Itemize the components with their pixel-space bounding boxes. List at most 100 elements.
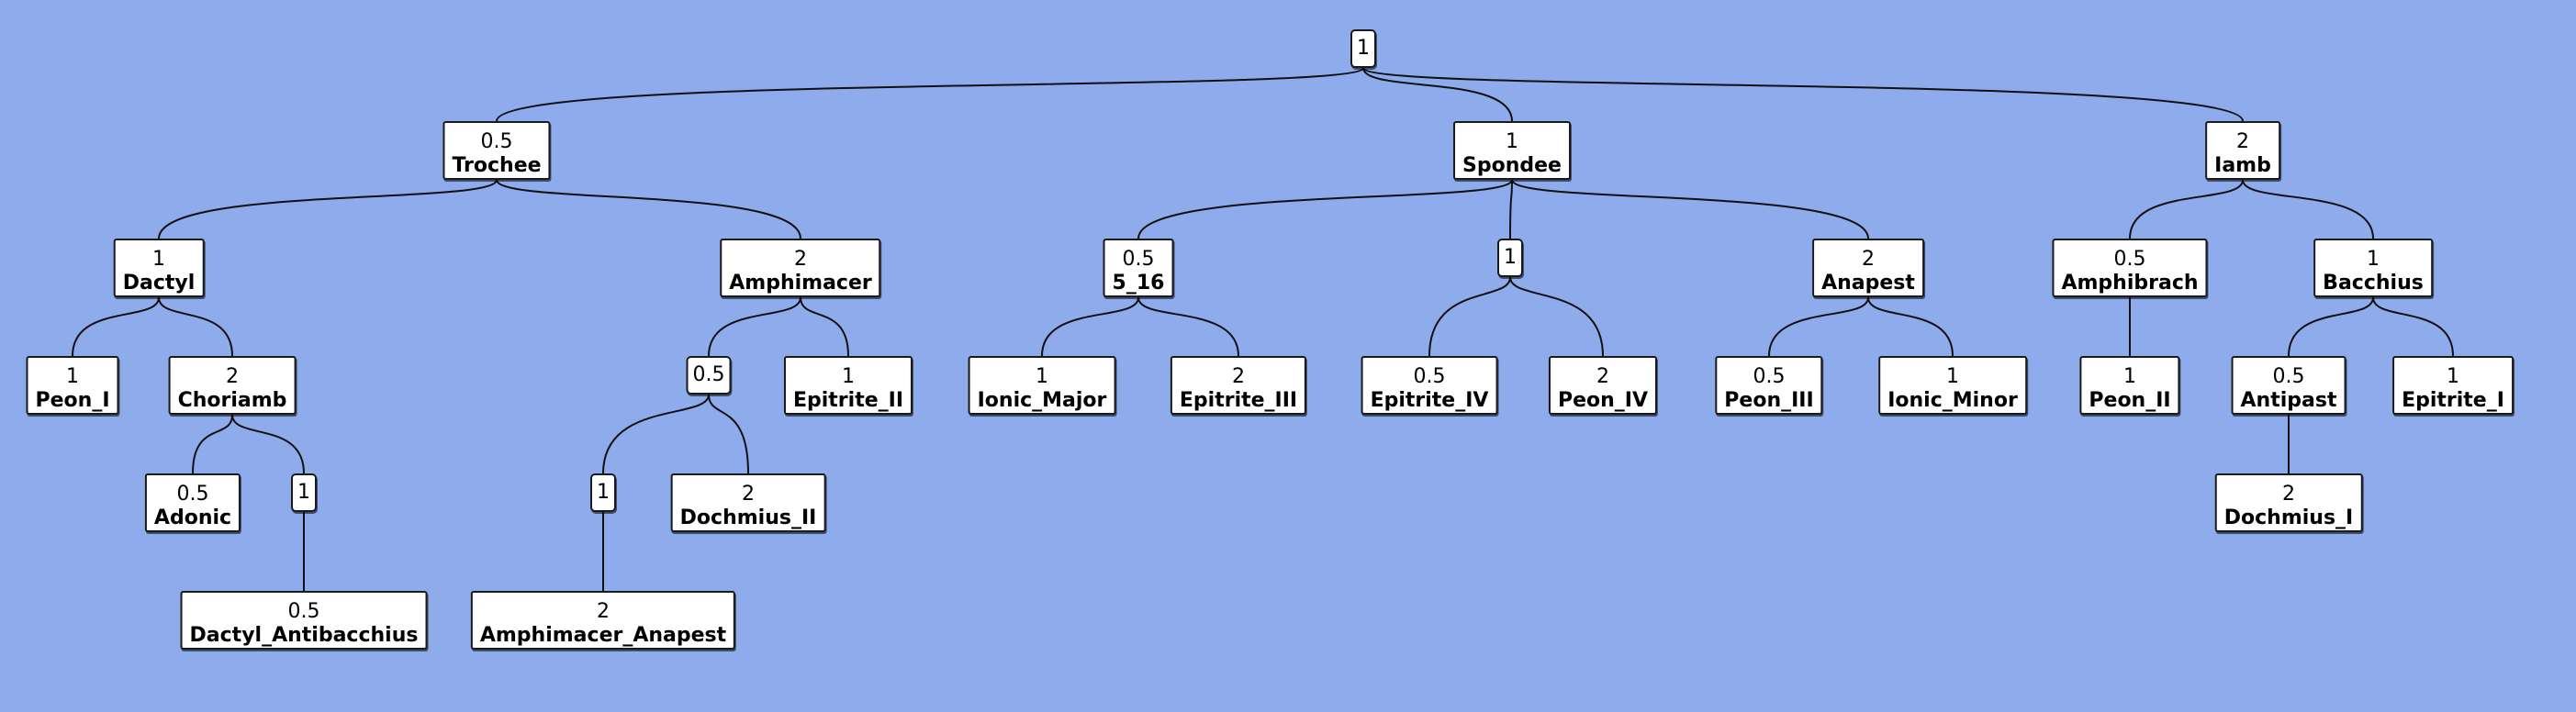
node-weight: 0.5 <box>1753 365 1786 388</box>
node-label: Dochmius_II <box>679 506 817 529</box>
node-weight: 2 <box>1232 365 1245 388</box>
tree-edge <box>2129 179 2244 239</box>
node-weight: 0.5 <box>1413 365 1446 388</box>
tree-edge <box>1509 276 1604 357</box>
node-weight: 0.5 <box>692 363 725 386</box>
tree-edge <box>2288 296 2374 357</box>
tree-edge <box>192 414 233 474</box>
node-weight: 1 <box>1945 365 1959 388</box>
node-label: Amphimacer_Anapest <box>479 624 727 647</box>
node-label: 5_16 <box>1112 272 1165 295</box>
node-label: Ionic_Major <box>977 389 1107 412</box>
node-label: Amphibrach <box>2061 272 2199 295</box>
tree-edge <box>2242 179 2374 239</box>
node-weight: 1 <box>297 481 310 504</box>
node-weight: 2 <box>1596 365 1609 388</box>
node-label: Epitrite_II <box>792 389 904 412</box>
node-weight: 0.5 <box>480 130 513 153</box>
node-label: Peon_IV <box>1557 389 1649 412</box>
tree-edge <box>708 394 749 474</box>
tree-edge <box>1041 296 1139 357</box>
node-label: Ionic_Minor <box>1887 389 2018 412</box>
node-label: Dactyl_Antibacchius <box>189 624 419 647</box>
node-weight: 0.5 <box>287 600 320 623</box>
tree-edge <box>1509 179 1513 239</box>
node-label: Adonic <box>153 506 232 529</box>
node-weight: 1 <box>2122 365 2136 388</box>
node-weight: 1 <box>2446 365 2459 388</box>
node-weight: 2 <box>2235 130 2249 153</box>
node-label: Amphimacer <box>729 272 872 295</box>
node-weight: 1 <box>65 365 79 388</box>
node-weight-1-depth-0: 1 <box>1350 29 1376 68</box>
node-weight: 1 <box>151 248 165 271</box>
node-label: Peon_III <box>1724 389 1814 412</box>
tree-edge <box>800 296 849 357</box>
node-weight: 2 <box>226 365 239 388</box>
node-label: Dochmius_I <box>2223 506 2354 529</box>
node-label: Epitrite_I <box>2402 389 2504 412</box>
tree-edge <box>72 296 160 357</box>
node-weight: 1 <box>841 365 855 388</box>
tree-edge <box>158 179 498 239</box>
tree-edge <box>708 296 801 357</box>
tree-edge <box>1428 276 1511 357</box>
node-weight: 1 <box>597 481 610 504</box>
node-label: Spondee <box>1462 154 1562 177</box>
node-label: Dactyl <box>122 272 196 295</box>
tree-edge <box>158 296 233 357</box>
tree-edge <box>496 67 1364 122</box>
node-weight-0-5-depth-3: 0.5 <box>686 356 732 395</box>
node-label: Peon_II <box>2089 389 2171 412</box>
node-weight: 2 <box>596 600 610 623</box>
node-label: Epitrite_IV <box>1370 389 1489 412</box>
node-weight: 0.5 <box>2272 365 2305 388</box>
node-weight-1-depth-2: 1 <box>1497 239 1523 277</box>
node-label: Choriamb <box>177 389 287 412</box>
node-weight-1-depth-4: 1 <box>590 473 616 512</box>
node-weight: 1 <box>1357 37 1370 60</box>
node-label: Bacchius <box>2323 272 2424 295</box>
node-label: Peon_I <box>35 389 110 412</box>
node-weight: 2 <box>741 483 755 506</box>
node-label: Epitrite_III <box>1179 389 1298 412</box>
node-weight: 0.5 <box>2113 248 2146 271</box>
node-weight: 0.5 <box>176 483 209 506</box>
node-weight: 2 <box>2282 483 2295 506</box>
tree-edge <box>2372 296 2454 357</box>
node-weight: 1 <box>1504 246 1517 269</box>
node-weight: 2 <box>1861 248 1875 271</box>
node-weight: 1 <box>2367 248 2380 271</box>
tree-edge <box>1867 296 1954 357</box>
node-weight: 0.5 <box>1122 248 1155 271</box>
node-weight: 1 <box>1506 130 1518 153</box>
node-weight-1-depth-4: 1 <box>291 473 317 512</box>
tree-edge <box>1137 296 1239 357</box>
node-label: Anapest <box>1821 272 1915 295</box>
tree-edge <box>1511 179 1869 239</box>
